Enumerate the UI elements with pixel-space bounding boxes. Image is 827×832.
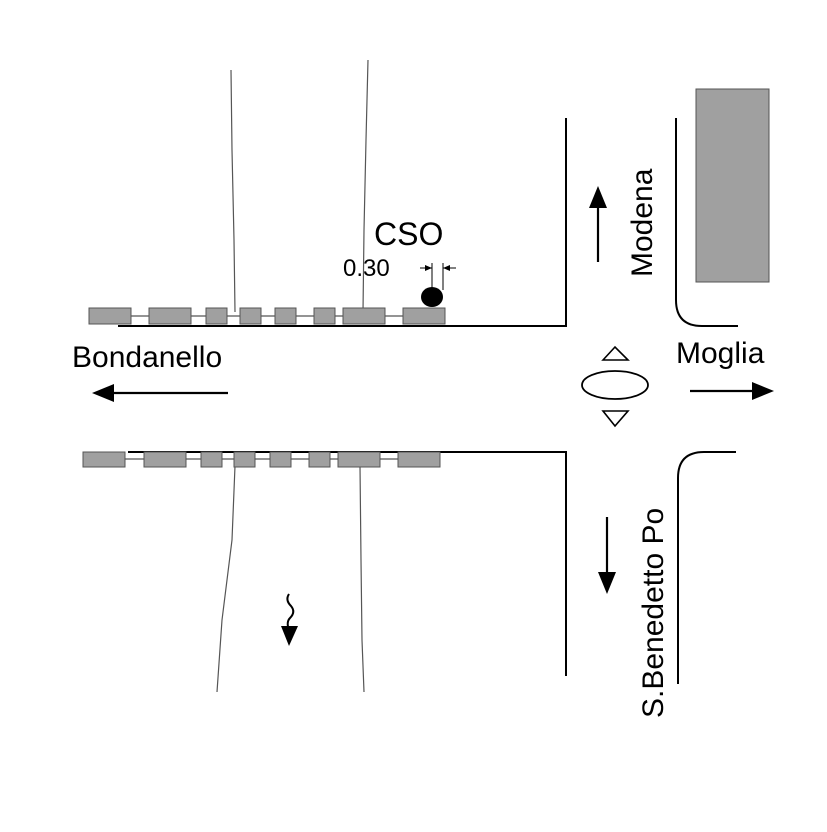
south-curb xyxy=(128,451,567,676)
southeast-curb xyxy=(677,451,736,684)
north-building xyxy=(148,307,192,325)
north-building xyxy=(313,307,336,325)
south-building xyxy=(308,451,331,468)
north-building xyxy=(274,307,297,325)
property-line-north-1 xyxy=(230,69,236,313)
south-label: S.Benedetto Po xyxy=(637,508,670,718)
cso-label: CSO xyxy=(374,216,443,252)
north-building xyxy=(88,307,132,325)
north-building xyxy=(342,307,386,325)
south-building xyxy=(337,451,381,468)
cso-point xyxy=(421,287,443,307)
roundabout-icon xyxy=(581,345,649,428)
east-label: Moglia xyxy=(676,337,765,370)
flow-arrow-icon xyxy=(281,593,298,646)
distance-dimension xyxy=(420,263,456,290)
south-building xyxy=(233,451,256,468)
property-line-south-2 xyxy=(359,465,365,693)
north-building xyxy=(205,307,228,325)
south-building xyxy=(82,451,126,468)
north-building xyxy=(239,307,262,325)
west-label: Bondanello xyxy=(72,341,222,374)
south-building xyxy=(269,451,292,468)
west-arrow-icon xyxy=(92,384,228,402)
distance-label: 0.30 xyxy=(343,255,390,282)
northeast-curb xyxy=(675,118,738,327)
north-buildings xyxy=(88,307,446,325)
south-arrow-icon xyxy=(598,517,616,594)
north-curb xyxy=(118,118,567,327)
south-building xyxy=(200,451,223,468)
south-building xyxy=(143,451,187,468)
north-arrow-icon xyxy=(589,186,607,262)
east-arrow-icon xyxy=(690,382,774,400)
south-buildings xyxy=(82,451,441,468)
building-block xyxy=(695,88,770,283)
south-building xyxy=(397,451,441,468)
north-label: Modena xyxy=(626,168,659,277)
north-building xyxy=(402,307,446,325)
property-line-south-1 xyxy=(216,465,236,693)
property-line-north-2 xyxy=(362,59,369,313)
